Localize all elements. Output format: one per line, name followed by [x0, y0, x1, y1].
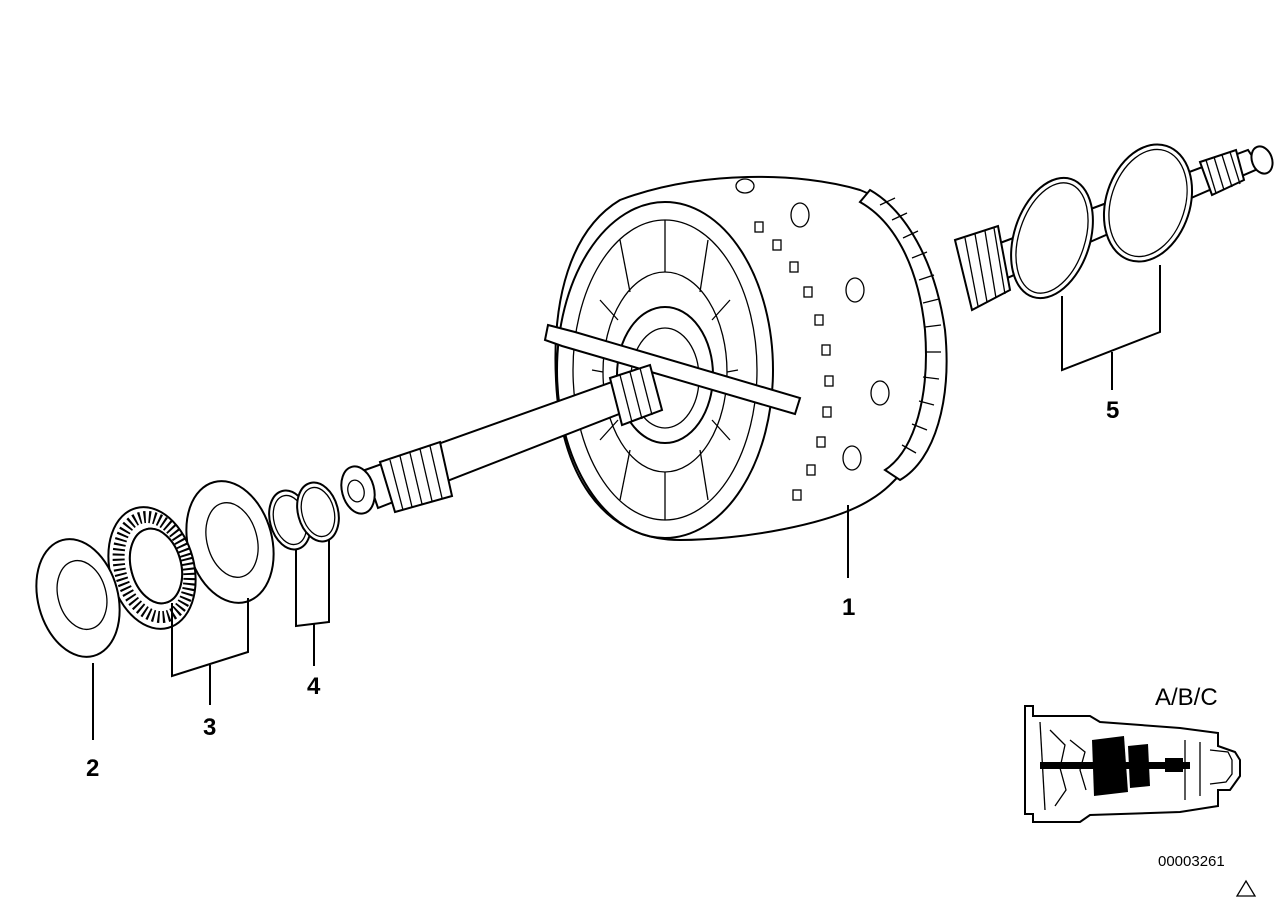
- callout-4: 4: [307, 673, 321, 700]
- callout-1: 1: [842, 594, 855, 621]
- variant-label: A/B/C: [1155, 684, 1218, 711]
- washer-part-2: [35, 538, 121, 658]
- snap-ring-b: [296, 481, 340, 543]
- triangle-icon: [1235, 879, 1257, 897]
- front-input-shaft: [340, 363, 664, 515]
- seal-ring-rear-b: [1102, 143, 1194, 263]
- transmission-locator-thumbnail: [1024, 705, 1241, 823]
- callout-5: 5: [1106, 397, 1119, 424]
- needle-bearing: [107, 506, 197, 630]
- document-number: 00003261: [1158, 853, 1225, 870]
- callout-3: 3: [203, 714, 216, 741]
- callout-2: 2: [86, 755, 99, 782]
- drum-assembly: [543, 175, 948, 542]
- leader-lines: [92, 265, 1161, 740]
- seal-ring-rear-a: [1010, 176, 1094, 300]
